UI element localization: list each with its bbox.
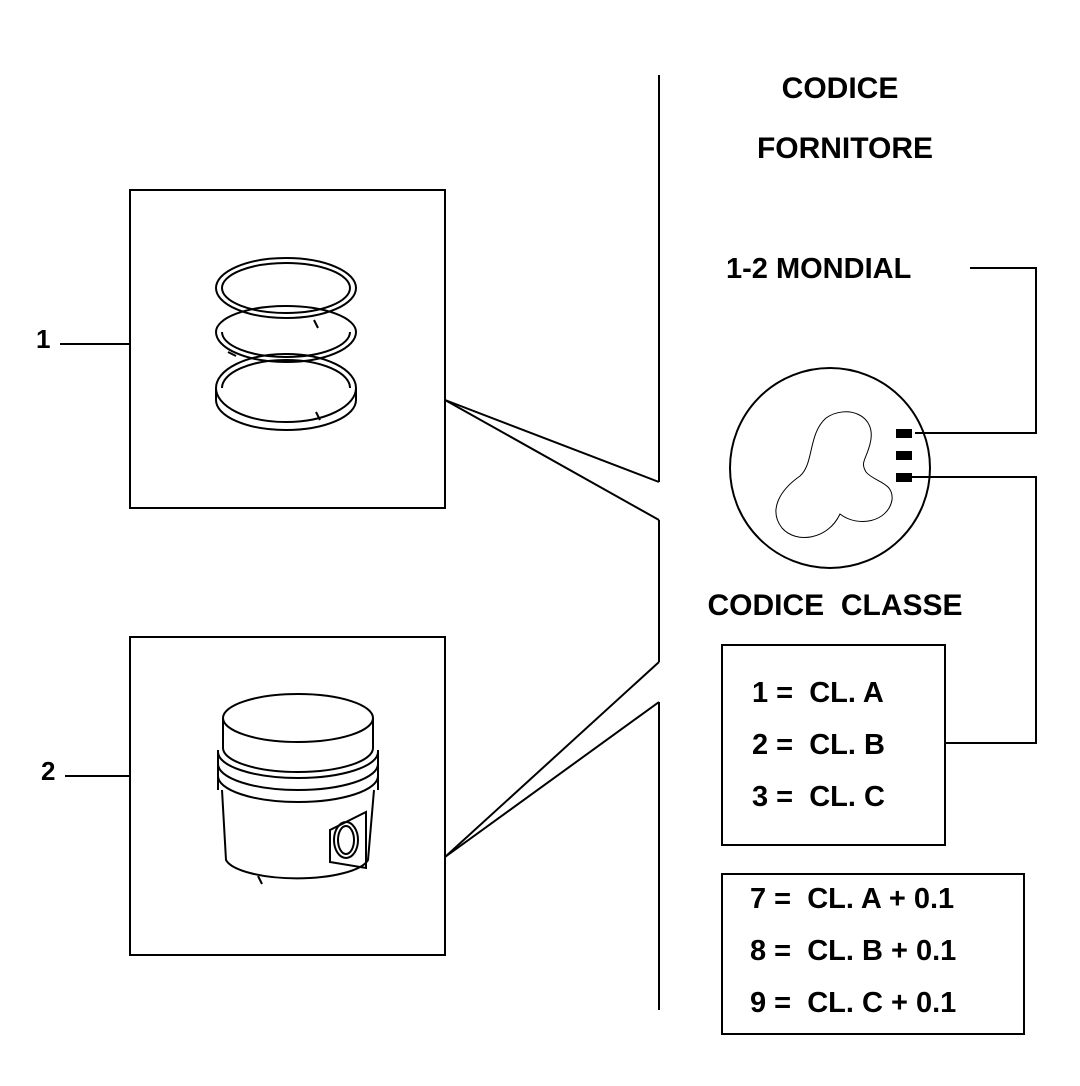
callout-number-1: 1 <box>36 324 50 354</box>
code-mark-2 <box>896 451 912 460</box>
standard-class-box <box>721 644 946 846</box>
rings-frame <box>129 189 446 509</box>
piston-crown-icon <box>222 693 374 773</box>
supplier-leader <box>915 267 1037 434</box>
piston-frame <box>129 636 446 956</box>
piston-icon <box>217 693 379 885</box>
oversize-class-7: 7 = CL. A + 0.1 <box>750 883 954 915</box>
supplier-label: 1-2 MONDIAL <box>726 253 911 285</box>
standard-class-2: 2 = CL. B <box>752 729 885 761</box>
class-code-leader <box>912 476 1037 744</box>
standard-class-3: 3 = CL. C <box>752 781 885 813</box>
code-mark-1 <box>896 429 912 438</box>
supplier-code-title-line1: CODICE <box>782 72 899 105</box>
oversize-class-9: 9 = CL. C + 0.1 <box>750 987 956 1019</box>
crown-bowl-outline <box>775 411 893 538</box>
oversize-class-box <box>721 873 1025 1035</box>
supplier-code-title-line2: FORNITORE <box>757 132 933 165</box>
code-mark-3 <box>896 473 912 482</box>
piston-rings-icon <box>215 257 357 431</box>
piston-top-view <box>729 367 931 569</box>
standard-class-1: 1 = CL. A <box>752 677 884 709</box>
callout-number-2: 2 <box>41 756 55 786</box>
converging-leaders <box>444 399 660 858</box>
oversize-class-8: 8 = CL. B + 0.1 <box>750 935 956 967</box>
class-code-title: CODICE CLASSE <box>707 589 962 622</box>
